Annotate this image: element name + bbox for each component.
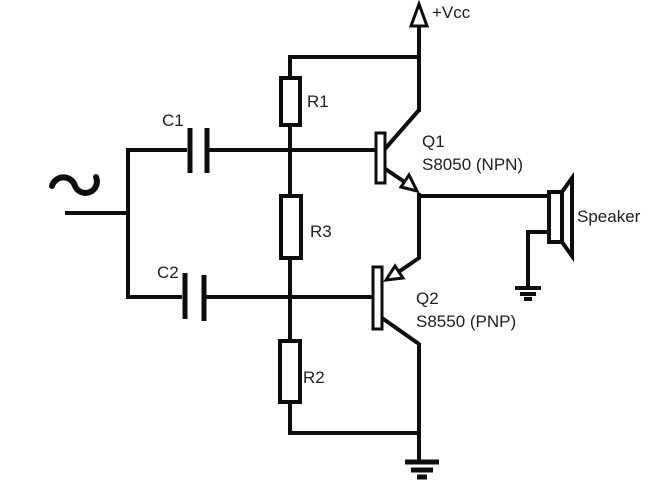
power-rail: +Vcc [408, 0, 471, 28]
wires [65, 24, 549, 461]
transistor-q1-part: S8050 (NPN) [422, 155, 523, 174]
transistor-q2: Q2 S8550 (PNP) [371, 263, 516, 331]
wire-bottom-rail [288, 402, 419, 435]
q1-base-bar [374, 131, 387, 185]
vcc-arrow-icon [408, 0, 430, 28]
wire-output-to-q2-emitter [392, 193, 421, 277]
resistor-r1: R1 [279, 76, 329, 127]
q2-base-bar [371, 265, 384, 331]
speaker-label: Speaker [577, 207, 641, 226]
resistor-r3-body [279, 194, 303, 260]
vcc-label: +Vcc [432, 3, 471, 22]
ground-speaker [515, 286, 541, 301]
resistor-r1-label: R1 [307, 92, 329, 111]
ground-main [405, 459, 439, 480]
ac-source [49, 174, 100, 196]
q2-emitter-arrow-icon [383, 263, 406, 282]
capacitor-c1-label: C1 [162, 111, 184, 130]
resistor-r2: R2 [278, 339, 325, 404]
transistor-q2-ref: Q2 [416, 289, 439, 308]
resistor-r2-body [278, 339, 302, 404]
capacitor-c2-label: C2 [157, 263, 179, 282]
resistor-r1-body [279, 76, 302, 127]
wire-top-rail [288, 55, 419, 78]
q1-emitter-arrow-icon [398, 172, 420, 194]
resistor-r3: R3 [279, 194, 332, 260]
speaker-cone-icon [560, 171, 574, 263]
wire-speaker-ground [526, 230, 549, 286]
wire-q2-collector [380, 316, 421, 346]
transistor-q1: Q1 S8050 (NPN) [374, 131, 523, 194]
transistor-q2-part: S8550 (PNP) [416, 312, 516, 331]
wire-q1-collector [382, 108, 421, 152]
capacitor-c2: C2 [157, 263, 207, 321]
capacitor-c1: C1 [162, 111, 210, 173]
resistor-r2-label: R2 [303, 368, 325, 387]
transistor-q1-ref: Q1 [422, 132, 445, 151]
sine-wave-icon [49, 174, 100, 196]
speaker: Speaker [547, 171, 641, 263]
resistor-r3-label: R3 [310, 222, 332, 241]
